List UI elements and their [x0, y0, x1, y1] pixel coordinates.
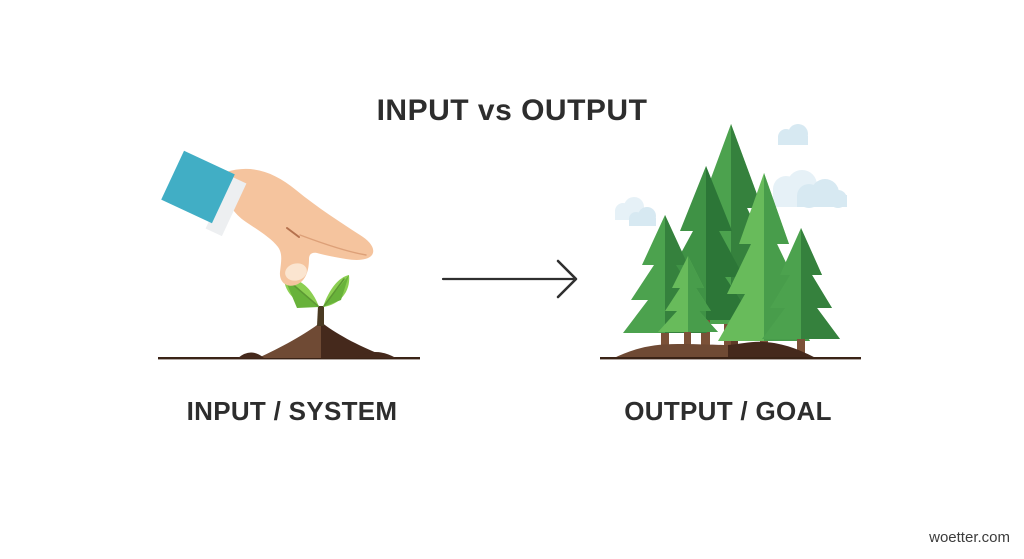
right-arrow-icon	[441, 259, 578, 299]
sleeve-cuff-icon	[161, 150, 235, 224]
ground-line-icon	[600, 357, 861, 360]
hand-planting-icon	[161, 150, 374, 286]
forest-illustration	[600, 124, 861, 360]
label-input-system: INPUT / SYSTEM	[186, 396, 398, 426]
ground-line-icon	[158, 357, 420, 360]
soil-mound-icon	[612, 341, 818, 359]
hand-planting-illustration	[158, 150, 420, 360]
shirt-cuff-band	[205, 175, 247, 237]
watermark: woetter.com	[929, 529, 1010, 546]
cloud-icon	[778, 124, 808, 145]
soil-bump-icon	[238, 352, 264, 358]
thumbnail-icon	[285, 263, 307, 281]
cloud-icon	[629, 207, 656, 226]
soil-mound-icon	[238, 322, 396, 358]
cloud-icon	[797, 179, 847, 208]
finger-crease	[299, 234, 367, 256]
pine-tree-icon	[658, 166, 754, 354]
pine-tree-icon	[658, 256, 718, 352]
pine-tree-icon	[762, 228, 840, 354]
page-title: INPUT vs OUTPUT	[376, 94, 648, 127]
soil-bump-icon	[356, 352, 396, 358]
label-output-goal: OUTPUT / GOAL	[624, 396, 832, 426]
thumb-crease	[286, 227, 300, 238]
